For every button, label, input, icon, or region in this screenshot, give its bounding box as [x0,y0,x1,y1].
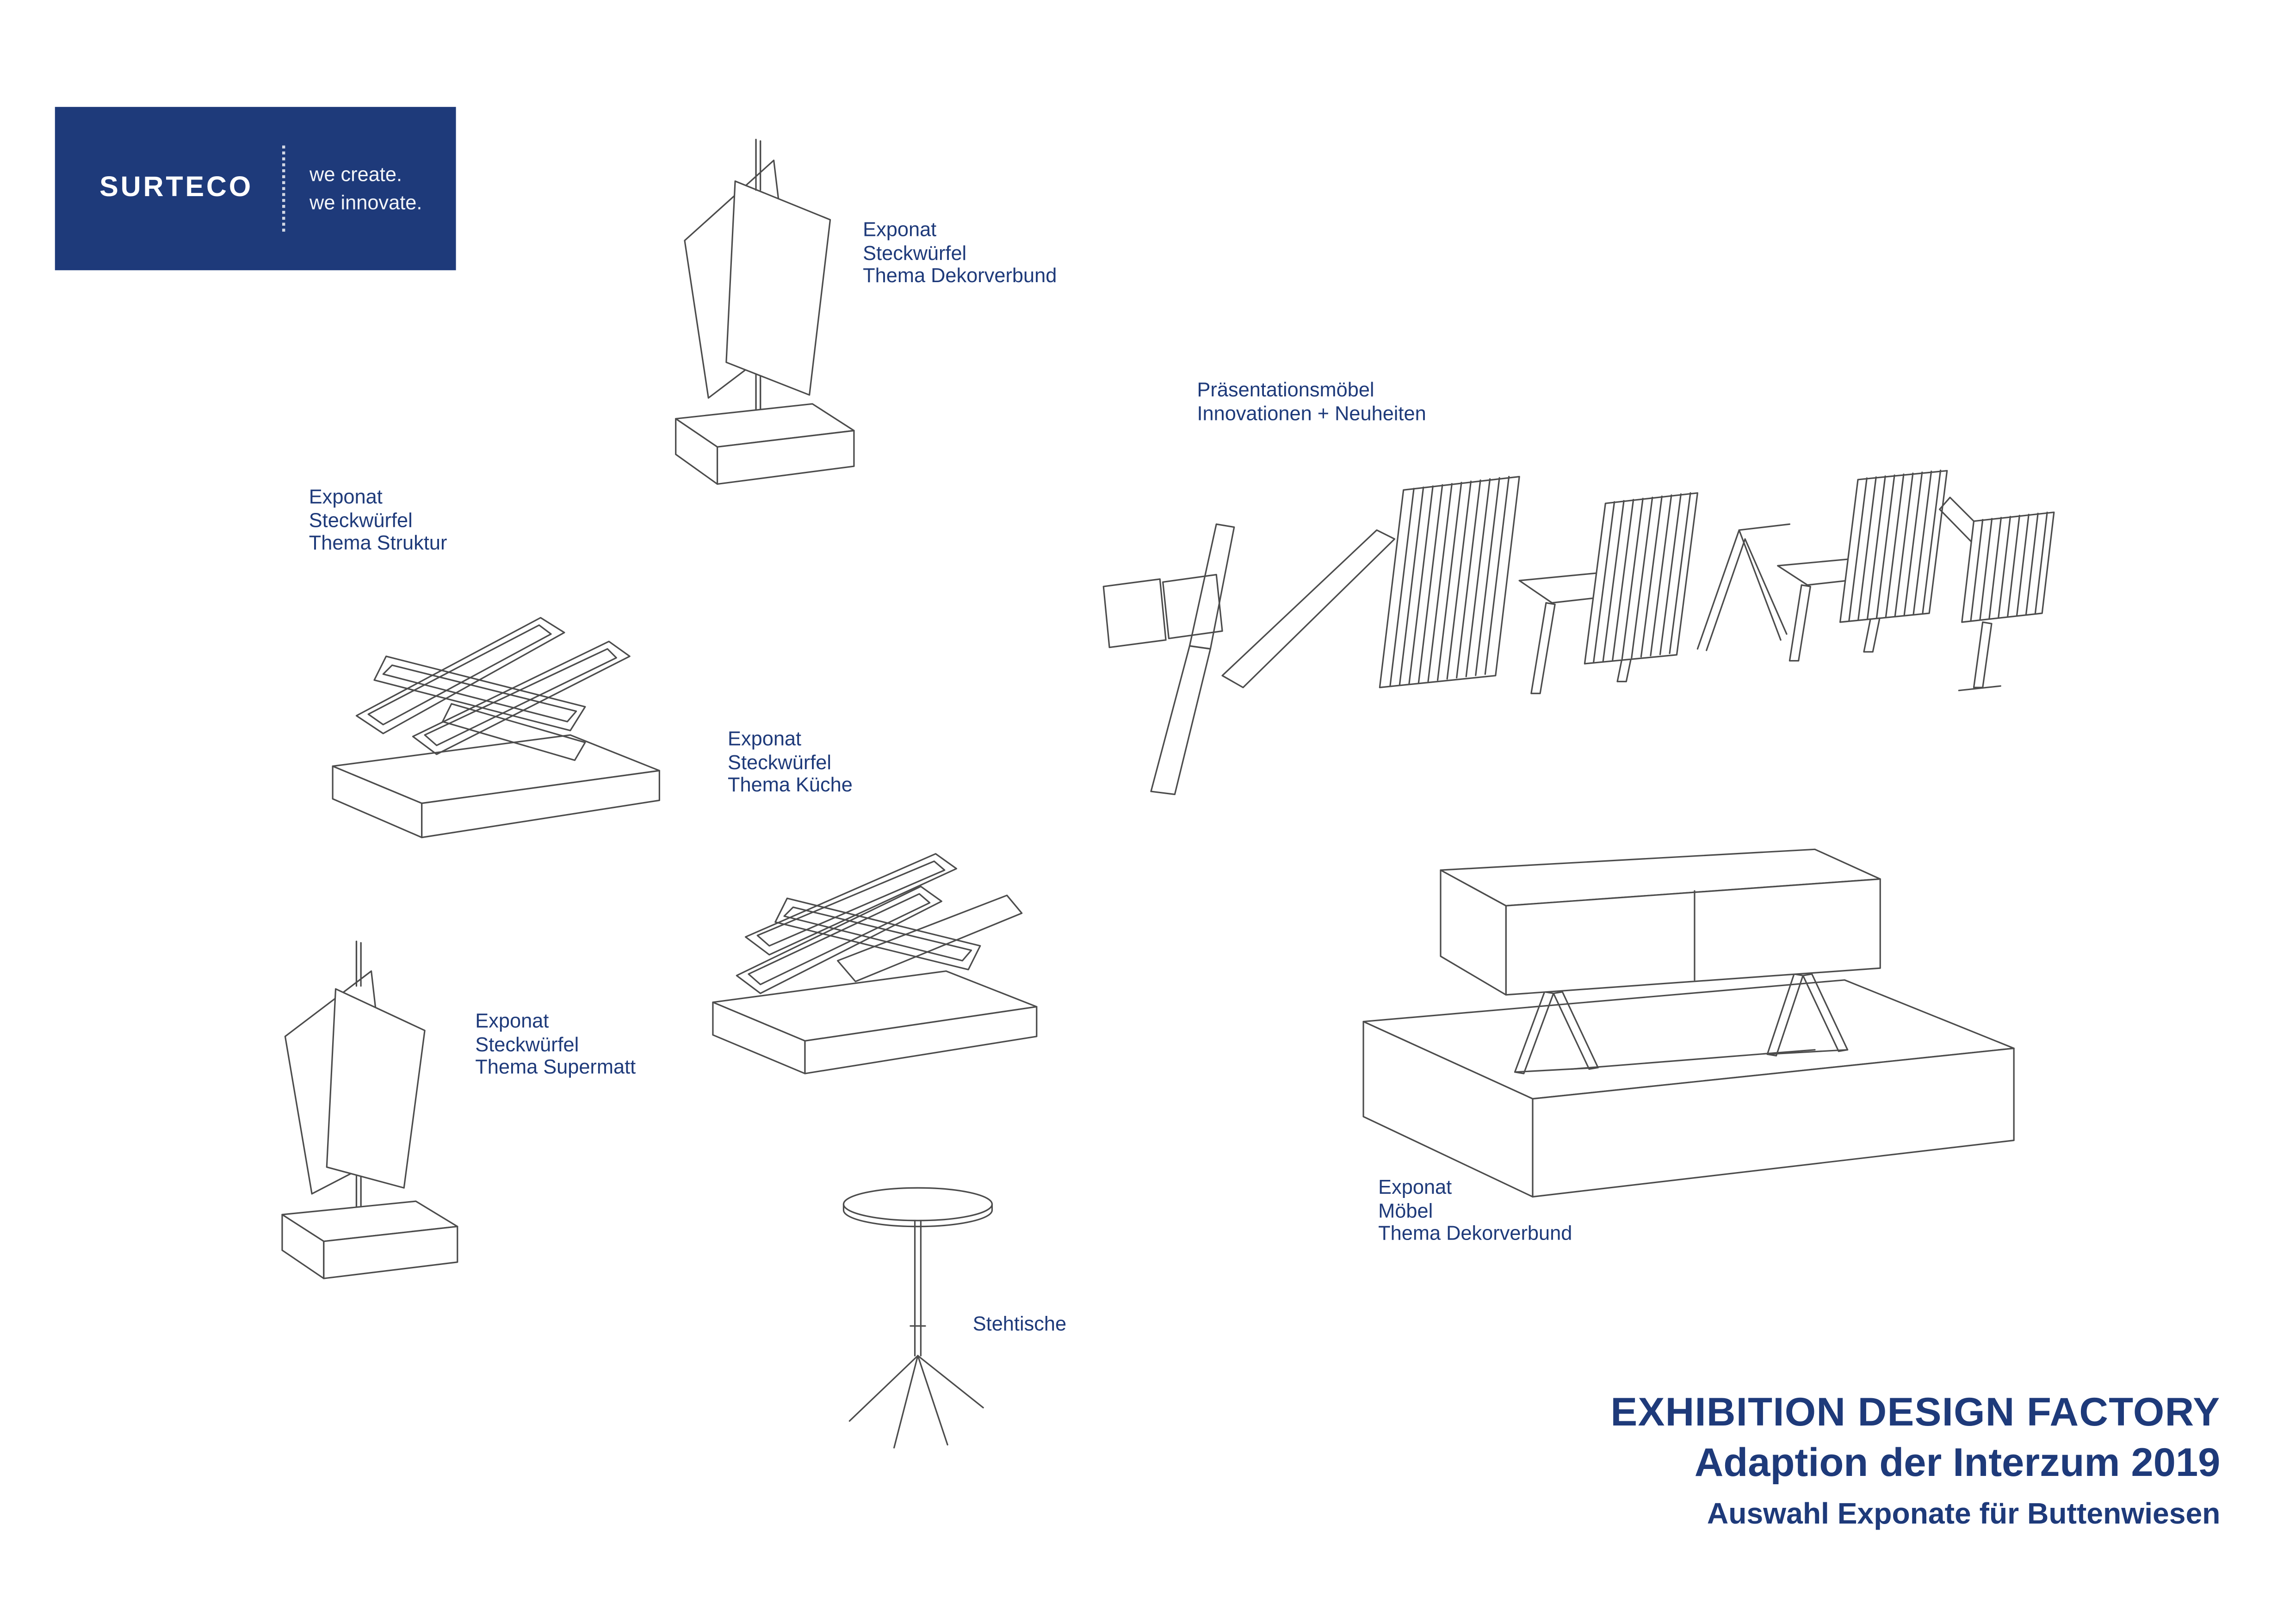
steckwuerfel-thema-kueche-sketch [712,853,1038,1074]
label-line: Steckwürfel [728,750,832,773]
table-top [842,1187,993,1228]
panel-stack-2-hatch [1593,492,1691,663]
legs [848,1355,984,1449]
label-steckwuerfel-supermatt: Exponat Steckwürfel Thema Supermatt [475,1010,636,1079]
steckwuerfel-thema-dekorverbund-sketch [675,139,855,485]
title-line-2: Adaption der Interzum 2019 [1694,1440,2221,1485]
label-stehtische: Stehtische [973,1313,1066,1336]
praesentationsmoebel-sketch [1102,469,2055,796]
label-line: Steckwürfel [863,241,967,264]
label-line: Stehtische [972,1312,1067,1335]
label-line: Exponat [309,485,383,508]
label-line: Exponat [863,218,937,241]
panel-stack-1-hatch [1389,475,1510,687]
plinth [1362,979,2015,1198]
panels [684,160,831,399]
label-line: Thema Küche [728,773,853,796]
stem [910,1220,926,1357]
label-moebel-dekorverbund: Exponat Möbel Thema Dekorverbund [1378,1176,1572,1245]
label-line: Thema Dekorverbund [863,264,1057,287]
label-line: Exponat [728,728,802,750]
label-steckwuerfel-kueche: Exponat Steckwürfel Thema Küche [728,728,853,796]
right-rack-hatch [1970,512,2048,622]
label-steckwuerfel-dekorverbund: Exponat Steckwürfel Thema Dekorverbund [863,218,1057,287]
title-line-1: EXHIBITION DESIGN FACTORY [1610,1389,2221,1435]
label-line: Präsentationsmöbel [1197,378,1374,401]
right-rack [1939,496,2055,691]
label-line: Exponat [1378,1176,1452,1198]
pedestal [281,1200,458,1279]
label-line: Innovationen + Neuheiten [1197,401,1426,424]
zigzag-stand [1696,523,1791,651]
label-line: Steckwürfel [475,1032,579,1055]
steckwuerfel-thema-struktur-sketch [332,617,660,839]
label-line: Thema Struktur [309,531,447,554]
moebel-sideboard-sketch [1362,848,2015,1198]
logo-tagline-line: we innovate. [309,191,422,214]
left-panels [1102,574,1223,648]
sideboard-body [1440,848,1881,996]
label-line: Exponat [475,1010,549,1032]
label-line: Thema Supermatt [475,1055,636,1078]
label-line: Möbel [1378,1199,1433,1222]
frames [355,617,631,761]
panel-stack-3-hatch [1848,469,1942,622]
frames [736,853,1023,994]
steckwuerfel-thema-supermatt-sketch [281,940,458,1279]
stehtisch-sketch [842,1187,993,1449]
panel-stack-3 [1839,470,1948,623]
label-steckwuerfel-struktur: Exponat Steckwürfel Thema Struktur [309,486,447,555]
left-easel [1150,523,1396,796]
slide-title-block: EXHIBITION DESIGN FACTORY Adaption der I… [1610,1387,2220,1537]
trestle-frames [1514,973,1849,1074]
surteco-logo: SURTECO we create. we innovate. [55,107,456,271]
label-praesentationsmoebel: Präsentationsmöbel Innovationen + Neuhei… [1197,379,1426,425]
logo-tagline-line: we create. [309,163,402,186]
logo-tagline: we create. we innovate. [309,160,422,217]
pedestal [675,403,855,485]
label-line: Thema Dekorverbund [1378,1222,1572,1245]
label-line: Steckwürfel [309,508,413,531]
logo-brand-text: SURTECO [99,172,254,204]
panel-stack-2 [1584,492,1698,665]
panels [284,970,426,1195]
pedestal [332,734,660,839]
title-line-3: Auswahl Exponate für Buttenwiesen [1707,1498,2221,1531]
pedestal [712,970,1038,1074]
logo-divider [283,145,286,232]
